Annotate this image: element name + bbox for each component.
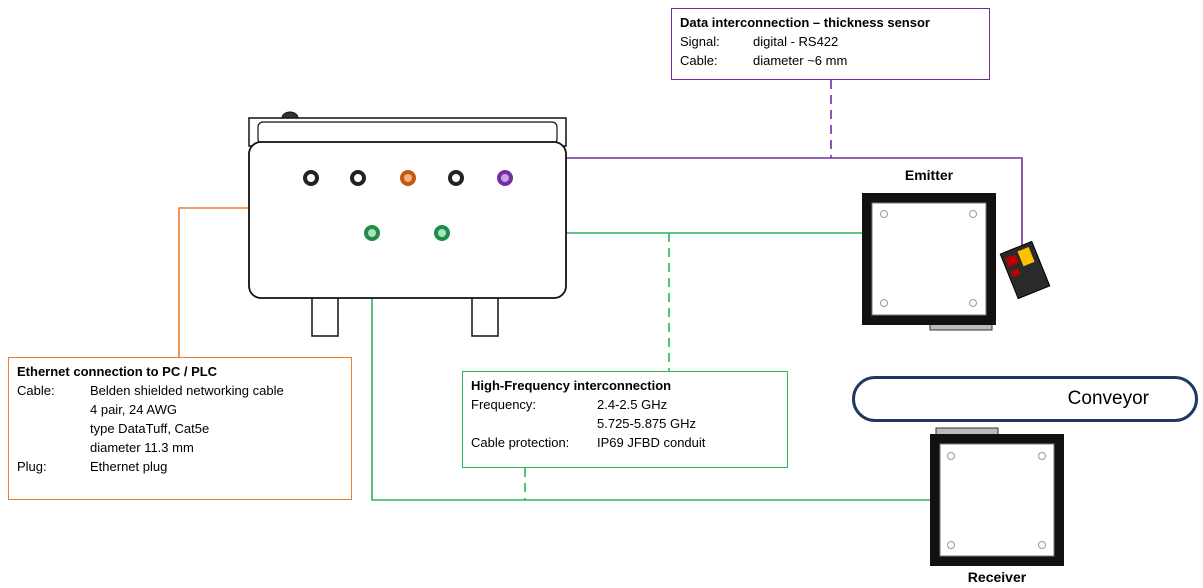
row-label: Frequency: <box>471 397 537 412</box>
high-frequency-box: High-Frequency interconnection Frequency… <box>462 371 788 468</box>
receiver-antenna-icon <box>930 427 1064 566</box>
conveyor-label: Conveyor <box>1067 388 1149 409</box>
conveyor: Conveyor <box>852 376 1198 422</box>
hf-box-row: 5.725-5.875 GHz <box>471 414 779 433</box>
data-box-row: Signal: digital - RS422 <box>680 32 981 51</box>
row-value: IP69 JFBD conduit <box>597 435 706 450</box>
ethernet-box-row: type DataTuff, Cat5e <box>17 419 343 438</box>
hf-box-row: Cable protection: IP69 JFBD conduit <box>471 433 779 452</box>
row-value: digital - RS422 <box>753 34 839 49</box>
row-value: 5.725-5.875 GHz <box>597 416 697 431</box>
row-value: diameter 11.3 mm <box>90 440 194 455</box>
row-value: Belden shielded networking cable <box>90 383 284 398</box>
ethernet-connection-box: Ethernet connection to PC / PLC Cable: B… <box>8 357 352 500</box>
row-label <box>17 400 90 419</box>
row-label <box>17 419 90 438</box>
hf-box-title: High-Frequency interconnection <box>471 378 672 393</box>
emitter-label: Emitter <box>904 167 954 183</box>
data-interconnection-box: Data interconnection – thickness sensor … <box>671 8 990 80</box>
thickness-sensor-icon <box>999 240 1051 300</box>
row-label: Signal: <box>680 34 720 49</box>
data-box-row: Cable: diameter ~6 mm <box>680 51 981 70</box>
row-value: 4 pair, 24 AWG <box>90 402 177 417</box>
row-label: Cable: <box>17 383 55 398</box>
emitter-antenna-icon <box>862 193 996 331</box>
row-label <box>17 438 90 457</box>
row-value: Ethernet plug <box>90 459 168 474</box>
receiver-label: Receiver <box>967 569 1027 585</box>
row-label <box>471 414 597 433</box>
ethernet-box-row: Cable: Belden shielded networking cable <box>17 381 343 400</box>
hf-box-row: Frequency: 2.4-2.5 GHz <box>471 395 779 414</box>
connector-port-icon <box>303 170 513 241</box>
row-label: Cable protection: <box>471 435 570 450</box>
row-value: 2.4-2.5 GHz <box>597 397 668 412</box>
ethernet-box-row: Plug: Ethernet plug <box>17 457 343 476</box>
ethernet-box-row: diameter 11.3 mm <box>17 438 343 457</box>
row-label: Plug: <box>17 459 47 474</box>
row-label: Cable: <box>680 53 718 68</box>
data-box-title: Data interconnection – thickness sensor <box>680 15 930 30</box>
hf-line-bottom <box>371 233 930 501</box>
ethernet-box-title: Ethernet connection to PC / PLC <box>17 364 218 379</box>
control-cabinet-icon <box>248 111 567 337</box>
row-value: diameter ~6 mm <box>753 53 848 68</box>
ethernet-box-row: 4 pair, 24 AWG <box>17 400 343 419</box>
row-value: type DataTuff, Cat5e <box>90 421 210 436</box>
